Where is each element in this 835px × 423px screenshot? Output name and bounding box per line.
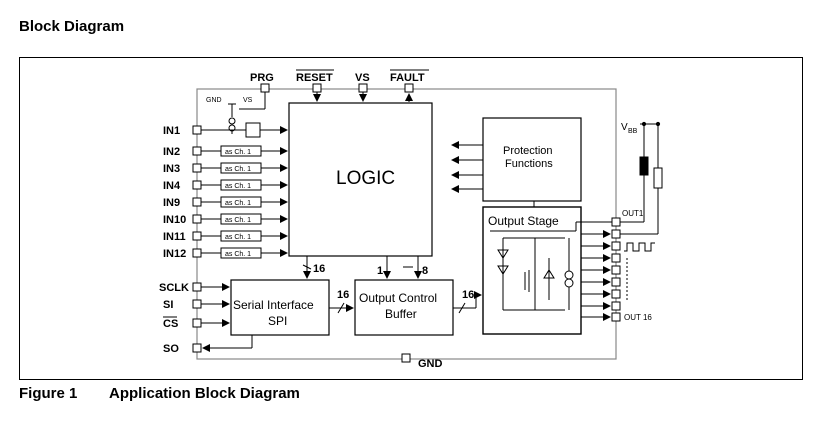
- buses: [302, 256, 482, 314]
- resistive-load: [653, 167, 663, 189]
- serial-label-line1: Serial Interface: [233, 298, 314, 312]
- pin-vs-pad: [358, 83, 368, 93]
- input-label-7: IN11: [163, 231, 186, 243]
- gnd-pad: [401, 353, 411, 363]
- out16-label: OUT 16: [624, 313, 652, 322]
- input-pad-8: [192, 248, 202, 258]
- section-heading: Block Diagram: [19, 18, 125, 35]
- pin-fault-label: FAULT: [390, 72, 425, 84]
- pin-reset-label: RESET: [296, 72, 333, 84]
- out1-label: OUT1: [622, 209, 644, 218]
- prg-gnd-label: GND: [206, 97, 222, 104]
- out-pad-6: [611, 277, 621, 287]
- pin-vs-label: VS: [355, 72, 370, 84]
- output-pins: [581, 217, 628, 322]
- spi-pad-si: [192, 299, 202, 309]
- input-label-5: IN9: [163, 197, 180, 209]
- spi-pad-so: [192, 343, 202, 353]
- protection-arrows: [451, 141, 535, 207]
- output-stage-circuit: [490, 221, 612, 311]
- diagram-frame: [19, 57, 803, 380]
- input-pins: IN1 IN2 as Ch. 1 IN3 as Ch. 1 IN4 as Ch.…: [163, 122, 288, 260]
- pwm-waveform-icon: [624, 242, 655, 252]
- input-pad-7: [192, 231, 202, 241]
- output-control-buffer-block: [354, 279, 454, 336]
- input-label-4: IN4: [163, 180, 181, 192]
- load-circuit: [620, 121, 663, 235]
- buffer-label-line2: Buffer: [385, 307, 417, 321]
- pin-prg-pad: [260, 83, 270, 93]
- bus-label-logic-serial: 16: [313, 263, 325, 275]
- input-pad-4: [192, 180, 202, 190]
- input-label-6: IN10: [163, 214, 186, 226]
- out-pad-2: [611, 229, 621, 239]
- spi-label-sclk: SCLK: [159, 282, 189, 294]
- out-pad-9: [611, 312, 621, 322]
- input-label-8: IN12: [163, 248, 186, 260]
- bus-label-serial-buffer: 16: [337, 289, 349, 301]
- logic-block: [288, 102, 433, 257]
- channel-label-2: as Ch. 1: [225, 149, 251, 156]
- input-label-2: IN2: [163, 146, 180, 158]
- top-pins: PRG RESET VS FAULT: [250, 69, 429, 102]
- channel-label-6: as Ch. 1: [225, 217, 251, 224]
- input-pad-3: [192, 163, 202, 173]
- pin-reset-pad: [312, 83, 322, 93]
- output-stage-block: [482, 206, 582, 335]
- gnd-label: GND: [418, 358, 443, 370]
- spi-pins: SCLK SI CS SO: [159, 282, 253, 355]
- bus-label-buffer-stage: 16: [462, 289, 474, 301]
- spi-label-si: SI: [163, 299, 173, 311]
- channel-label-3: as Ch. 1: [225, 166, 251, 173]
- protection-label-line1: Protection: [503, 145, 553, 157]
- inductive-load: [639, 156, 649, 176]
- serial-interface-block: [230, 279, 330, 336]
- output-stage-label: Output Stage: [488, 214, 559, 228]
- channel-label-5: as Ch. 1: [225, 200, 251, 207]
- spi-pad-cs: [192, 318, 202, 328]
- vbb-label: V: [621, 122, 628, 133]
- buffer-label-line1: Output Control: [359, 291, 437, 305]
- vbb-sub-label: BB: [628, 128, 638, 135]
- input-pad-1: [192, 125, 202, 135]
- out-pad-3: [611, 241, 621, 251]
- pin-prg-label: PRG: [250, 72, 274, 84]
- input-label-3: IN3: [163, 163, 180, 175]
- input-pad-6: [192, 214, 202, 224]
- out-pad-4: [611, 253, 621, 263]
- channel-label-7: as Ch. 1: [225, 234, 251, 241]
- out-pad-8: [611, 301, 621, 311]
- channel-label-4: as Ch. 1: [225, 183, 251, 190]
- prg-circuit: GND VS: [206, 92, 266, 134]
- out-pad-1: [611, 217, 621, 227]
- bus-label-1: 1: [377, 265, 383, 277]
- out-pad-7: [611, 289, 621, 299]
- figure-title: Application Block Diagram: [109, 385, 300, 402]
- out-pad-5: [611, 265, 621, 275]
- bus-label-8: 8: [422, 265, 428, 277]
- schmitt-buffer: [245, 122, 261, 138]
- input-pad-2: [192, 146, 202, 156]
- serial-label-line2: SPI: [268, 314, 287, 328]
- spi-pad-sclk: [192, 282, 202, 292]
- logic-label: LOGIC: [336, 168, 395, 189]
- pin-fault-pad: [404, 83, 414, 93]
- figure-number: Figure 1: [19, 385, 78, 402]
- spi-label-so: SO: [163, 343, 179, 355]
- protection-label-line2: Functions: [505, 158, 553, 170]
- input-pad-5: [192, 197, 202, 207]
- input-label-1: IN1: [163, 125, 180, 137]
- protection-block: [482, 117, 582, 202]
- channel-label-8: as Ch. 1: [225, 251, 251, 258]
- prg-vs-label: VS: [243, 97, 253, 104]
- spi-label-cs: CS: [163, 318, 178, 330]
